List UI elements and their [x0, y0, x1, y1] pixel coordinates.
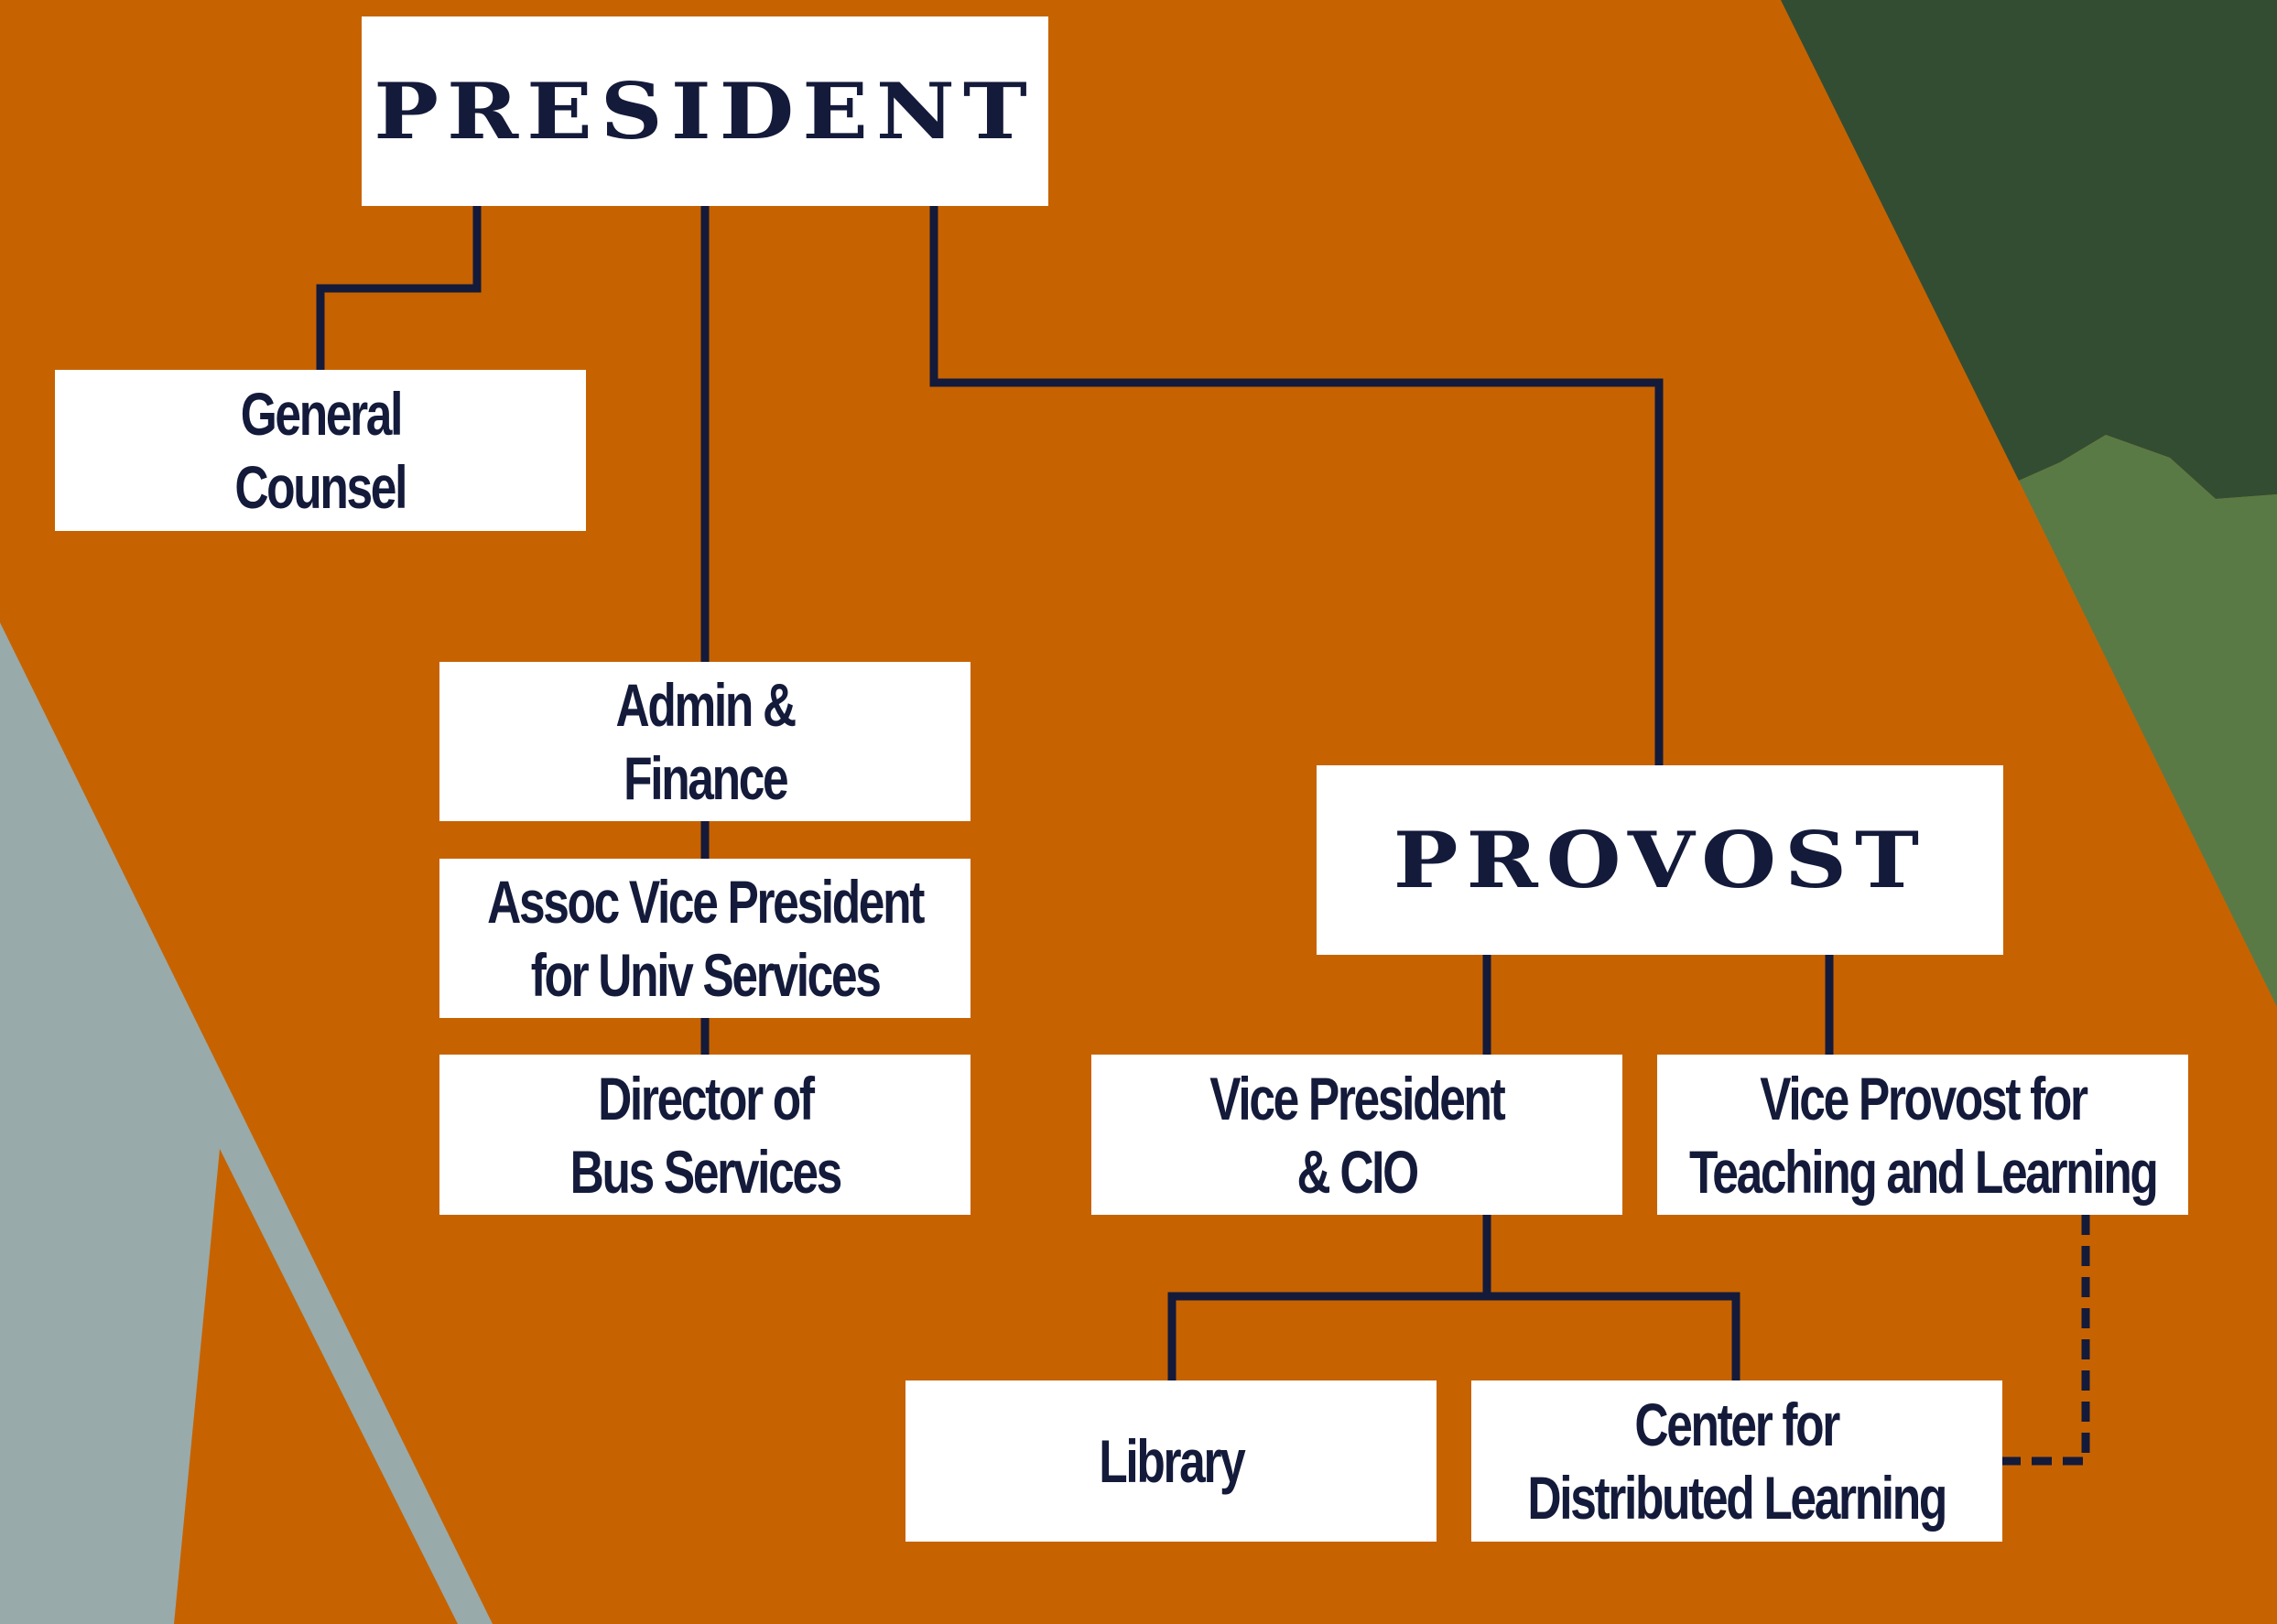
- dark-green-shape: [1781, 0, 2277, 499]
- general-counsel-label-2: Counsel: [234, 453, 408, 521]
- connector-vp-cio-library: [1167, 1215, 1491, 1380]
- connector-president-provost: [929, 206, 1664, 765]
- vice-provost-label-2: Teaching and Learning: [1688, 1137, 2159, 1206]
- director-bus-box: Director of Bus Services: [439, 1055, 970, 1215]
- vp-cio-label-2: & CIO: [1296, 1137, 1419, 1206]
- orange-wedge: [174, 1149, 458, 1624]
- connector-lines: [316, 206, 2090, 1466]
- director-bus-label-1: Director of: [597, 1064, 815, 1132]
- provost-label: PROVOST: [1393, 814, 1927, 905]
- president-box: PRESIDENT: [362, 16, 1048, 206]
- center-dl-label-1: Center for: [1634, 1391, 1841, 1458]
- center-dl-label-2: Distributed Learning: [1527, 1464, 1948, 1532]
- center-dl-box: Center for Distributed Learning: [1471, 1380, 2002, 1542]
- general-counsel-box: General Counsel: [55, 370, 586, 531]
- vp-cio-box: Vice President & CIO: [1091, 1055, 1622, 1215]
- vice-provost-label-1: Vice Provost for: [1759, 1064, 2088, 1132]
- assoc-vp-label-1: Assoc Vice President: [487, 868, 925, 936]
- provost-box: PROVOST: [1317, 765, 2003, 955]
- vice-provost-box: Vice Provost for Teaching and Learning: [1657, 1055, 2188, 1215]
- library-box: Library: [905, 1380, 1437, 1542]
- library-label: Library: [1098, 1427, 1245, 1495]
- light-green-shape: [2019, 435, 2277, 1007]
- admin-finance-label-1: Admin &: [615, 671, 797, 739]
- assoc-vp-box: Assoc Vice President for Univ Services: [439, 859, 970, 1018]
- president-label: PRESIDENT: [374, 65, 1036, 157]
- connector-president-general-counsel: [316, 206, 482, 370]
- general-counsel-label-1: General: [240, 380, 403, 448]
- connector-vice-provost-center-dl-dashed: [2001, 1215, 2090, 1466]
- vp-cio-label-1: Vice President: [1209, 1064, 1505, 1132]
- connector-vp-cio-center-dl: [1487, 1292, 1740, 1380]
- assoc-vp-label-2: for Univ Services: [530, 941, 882, 1009]
- admin-finance-box: Admin & Finance: [439, 662, 970, 821]
- grey-shape: [0, 623, 493, 1624]
- admin-finance-label-2: Finance: [623, 744, 789, 812]
- director-bus-label-2: Bus Services: [569, 1137, 842, 1206]
